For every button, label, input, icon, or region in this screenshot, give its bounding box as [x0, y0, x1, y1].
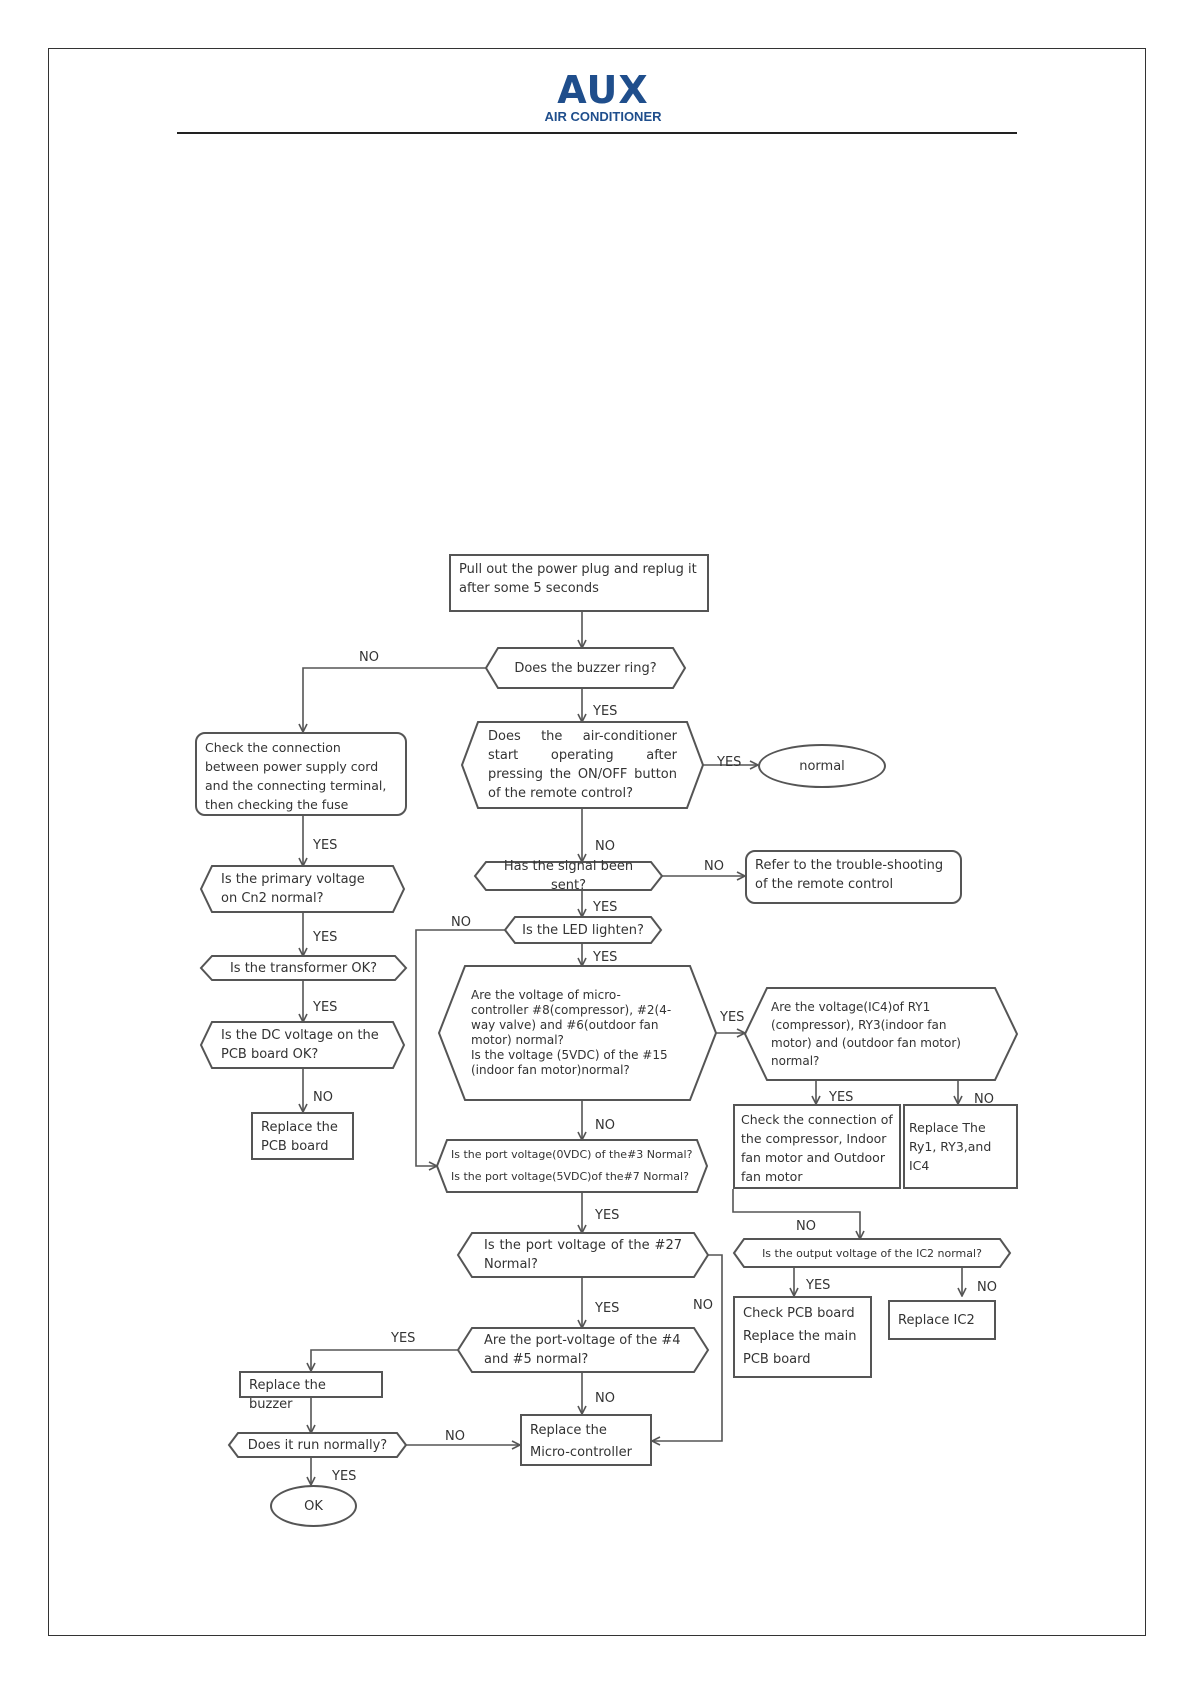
- label-no-operate: NO: [595, 839, 615, 854]
- label-no-check-compressor: NO: [796, 1219, 816, 1234]
- label-no-led: NO: [451, 915, 471, 930]
- primary-voltage-shape: [199, 865, 406, 913]
- replace-buzzer-step: Replace the buzzer: [239, 1371, 383, 1412]
- label-yes-port45: YES: [391, 1331, 416, 1346]
- check-compressor-step: Check the connection of the compressor, …: [733, 1104, 901, 1189]
- normal-terminator: normal: [758, 744, 886, 788]
- check-connection-step: Check the connection between power suppl…: [195, 732, 407, 816]
- label-no-micro: NO: [595, 1118, 615, 1133]
- connector-buzzer-no: [303, 667, 486, 732]
- label-yes-led: YES: [593, 950, 618, 965]
- signal-sent-decision: Has the signal been sent?: [503, 859, 634, 893]
- label-yes-ic4: YES: [829, 1090, 854, 1105]
- replace-pcb-step: Replace the PCB board: [251, 1112, 354, 1160]
- connector-led-no: [415, 929, 505, 1166]
- led-decision: Is the LED lighten?: [522, 922, 644, 938]
- label-yes-micro: YES: [720, 1010, 745, 1025]
- check-pcb-line2: Replace the main: [743, 1329, 857, 1344]
- check-pcb-step: Check PCB board Replace the main PCB boa…: [733, 1296, 872, 1378]
- start-operating-shape: [460, 721, 705, 809]
- label-no-ic4: NO: [974, 1092, 994, 1107]
- check-pcb-line3: PCB board: [743, 1352, 811, 1367]
- label-no-ic2: NO: [977, 1280, 997, 1295]
- label-no-buzzer: NO: [359, 650, 379, 665]
- replace-micro-step: Replace the Micro-controller: [520, 1414, 652, 1466]
- buzzer-decision: Does the buzzer ring?: [514, 660, 657, 676]
- primary-voltage-decision: Is the primary voltage on Cn2 normal?: [221, 872, 365, 906]
- label-yes-run: YES: [332, 1469, 357, 1484]
- signal-sent-shape: [473, 861, 664, 891]
- transformer-shape: [199, 955, 408, 981]
- check-pcb-line1: Check PCB board: [743, 1306, 855, 1321]
- logo-text: AUX: [557, 68, 649, 112]
- port-voltage-line2: Is the port voltage(5VDC)of the#7 Normal…: [451, 1170, 689, 1183]
- transformer-decision: Is the transformer OK?: [229, 960, 378, 976]
- connector-port27-no: [652, 1254, 723, 1441]
- header-rule: [177, 132, 1017, 134]
- dc-voltage-shape: [199, 1021, 406, 1069]
- label-no-port45: NO: [595, 1391, 615, 1406]
- micro-voltage-shape: [437, 965, 718, 1101]
- replace-ry-step: Replace The Ry1, RY3,and IC4: [903, 1104, 1018, 1189]
- label-yes-port: YES: [595, 1208, 620, 1223]
- label-no-dc: NO: [313, 1090, 333, 1105]
- label-yes-port27: YES: [595, 1301, 620, 1316]
- start-step: Pull out the power plug and replug it af…: [449, 554, 709, 612]
- label-no-port27: NO: [693, 1298, 713, 1313]
- port27-shape: [456, 1232, 710, 1278]
- ic4-voltage-decision: Are the voltage(IC4)of RY1 (compressor),…: [771, 1000, 961, 1068]
- refer-remote-step: Refer to the trouble-shooting of the rem…: [745, 850, 962, 904]
- page-border: [48, 48, 1146, 1636]
- replace-ic2-step: Replace IC2: [888, 1300, 996, 1340]
- label-yes-normal: YES: [717, 755, 742, 770]
- decision-shapes: [199, 647, 1019, 1458]
- run-normally-decision: Does it run normally?: [247, 1437, 388, 1453]
- ok-terminator: OK: [270, 1485, 357, 1527]
- port-voltage-decision: Is the port voltage(0VDC) of the#3 Norma…: [437, 1140, 707, 1192]
- dc-voltage-decision: Is the DC voltage on the PCB board OK?: [221, 1028, 379, 1062]
- port4-5-decision: Are the port-voltage of the #4 and #5 no…: [484, 1333, 681, 1367]
- label-yes-ic2: YES: [806, 1278, 831, 1293]
- label-yes-transformer: YES: [313, 1000, 338, 1015]
- ic2-output-decision: Is the output voltage of the IC2 normal?: [762, 1246, 982, 1260]
- label-yes-signal: YES: [593, 900, 618, 915]
- label-yes-primary: YES: [313, 930, 338, 945]
- connector-check-ic2: [732, 1189, 860, 1239]
- start-operating-decision: Does the air-conditioner start operating…: [488, 729, 677, 801]
- connector-port45-yes: [311, 1349, 458, 1371]
- label-yes-buzzer: YES: [593, 704, 618, 719]
- port-voltage-line1: Is the port voltage(0VDC) of the#3 Norma…: [451, 1148, 693, 1161]
- label-no-signal: NO: [704, 859, 724, 874]
- brand-logo: AUX AIR CONDITIONER: [536, 70, 670, 124]
- logo-subtitle: AIR CONDITIONER: [544, 109, 662, 124]
- ic2-output-shape: [732, 1238, 1012, 1268]
- connector-lines: [303, 612, 962, 1485]
- run-normally-shape: [227, 1432, 408, 1458]
- label-no-run: NO: [445, 1429, 465, 1444]
- micro-voltage-decision: Are the voltage of micro-controller #8(c…: [471, 988, 672, 1077]
- port27-decision: Is the port voltage of the #27 Normal?: [484, 1238, 682, 1272]
- label-yes-check: YES: [313, 838, 338, 853]
